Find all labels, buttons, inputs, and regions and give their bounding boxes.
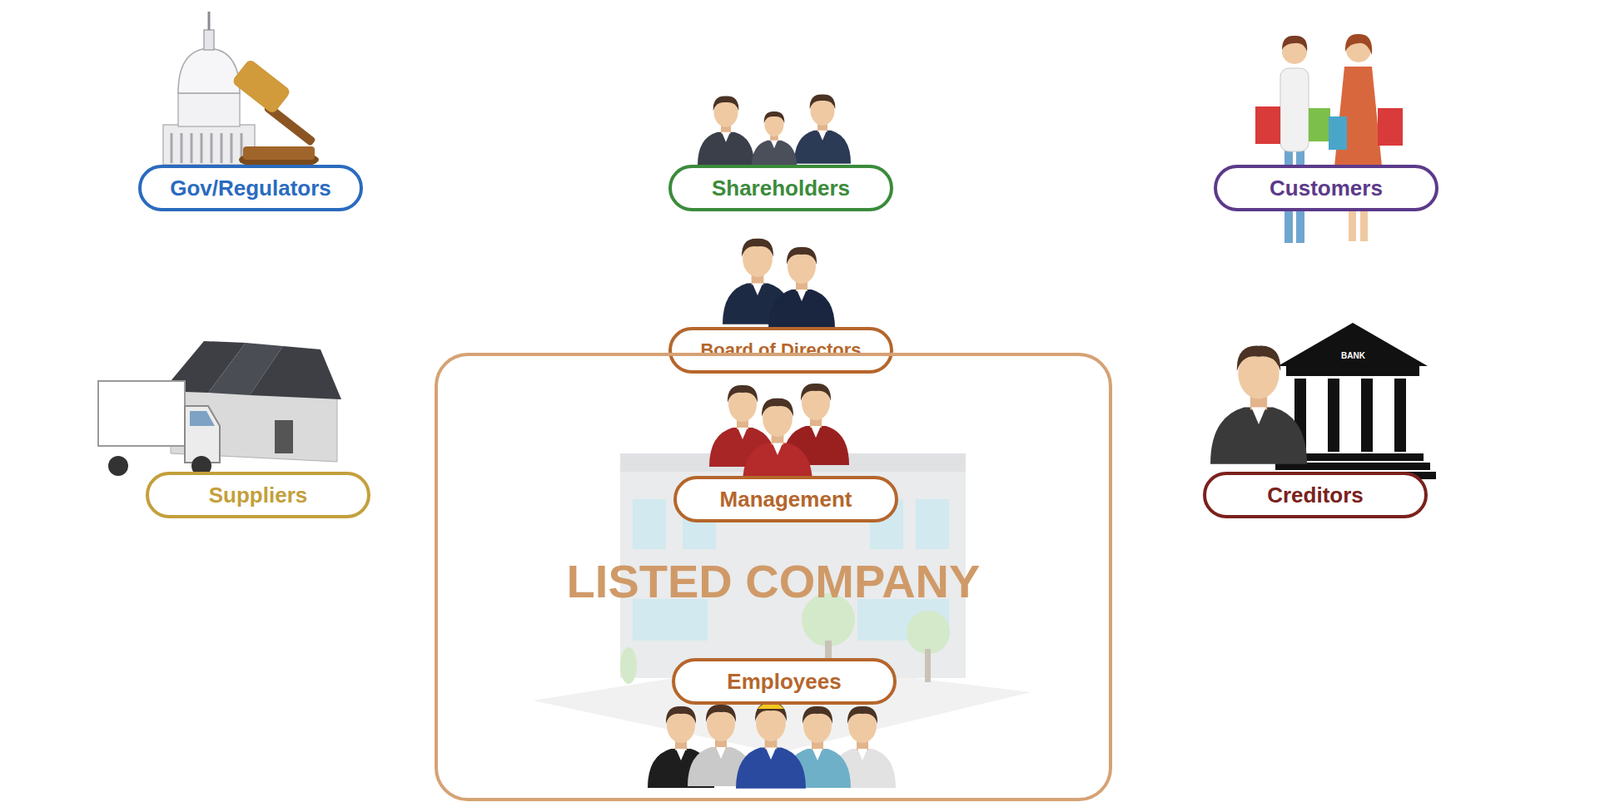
art-shape (200, 133, 204, 164)
art-shape (178, 93, 240, 127)
shareholder-figures (697, 94, 851, 167)
stakeholder-pill: Customers (1213, 164, 1439, 212)
art-shape (178, 48, 240, 94)
art-shape (108, 456, 129, 477)
shopper-figures (1255, 34, 1403, 244)
art-shape (1255, 106, 1281, 145)
pill-label: Gov/Regulators (169, 176, 332, 201)
art-shape (1361, 378, 1373, 453)
art-shape (170, 389, 338, 463)
employee-figures (647, 702, 896, 790)
art-shape (1280, 68, 1309, 152)
company-frame: LISTED COMPANY ManagementEmployees (434, 352, 1113, 802)
art-shape (1377, 108, 1403, 146)
stakeholder-pill: Gov/Regulators (138, 164, 363, 212)
pill-label: Management (720, 487, 853, 512)
art-shape (220, 133, 224, 164)
stakeholder-pill: Employees (671, 658, 897, 706)
art-shape (620, 647, 637, 685)
art-shape (180, 133, 184, 164)
art-shape (98, 381, 185, 447)
art-shape (208, 11, 211, 30)
art-shape (1308, 108, 1331, 142)
art-shape (249, 346, 342, 400)
company-title: LISTED COMPANY (437, 556, 1109, 608)
art-shape (768, 247, 835, 329)
art-shape (189, 411, 215, 427)
art-shape (231, 58, 293, 115)
pill-label: Employees (726, 670, 841, 695)
art-shape (906, 611, 950, 655)
pill-label: Shareholders (711, 176, 850, 201)
pill-label: Board of Directors (700, 340, 861, 361)
art-shape (794, 94, 851, 164)
gavel-icon (231, 58, 319, 169)
stakeholder-pill: Shareholders (668, 164, 894, 212)
art-shape (170, 133, 174, 164)
art-shape (697, 95, 755, 165)
pill-label: Creditors (1267, 483, 1364, 508)
art-shape (184, 406, 220, 463)
bank-icon (1210, 322, 1437, 480)
bank-sign: BANK (1341, 352, 1366, 361)
art-shape (1345, 34, 1372, 55)
board-figures (722, 238, 835, 329)
stakeholder-pill: Board of Directors (668, 327, 894, 374)
management-figures (709, 383, 850, 485)
art-shape (632, 499, 666, 550)
art-shape (1281, 35, 1307, 52)
art-shape (1210, 346, 1307, 465)
art-shape (1328, 116, 1347, 150)
art-shape (210, 133, 214, 164)
art-shape (274, 420, 294, 454)
pill-label: Customers (1269, 176, 1383, 201)
art-shape (171, 133, 242, 164)
art-shape (203, 29, 214, 50)
art-shape (742, 398, 813, 485)
stakeholder-pill: Management (673, 476, 899, 523)
art-shape (1286, 366, 1420, 377)
art-shape (1277, 322, 1428, 367)
art-shape (751, 111, 797, 168)
art-shape (230, 133, 234, 164)
art-shape (924, 649, 931, 683)
art-shape (1327, 378, 1340, 453)
art-shape (243, 146, 315, 160)
stakeholder-pill: Suppliers (145, 472, 371, 519)
pill-label: Suppliers (208, 483, 308, 508)
art-shape (735, 703, 806, 790)
warehouse-truck-icon (98, 341, 342, 477)
art-shape (190, 133, 194, 164)
stakeholder-pill: Creditors (1202, 472, 1428, 519)
art-shape (915, 499, 950, 550)
art-shape (1394, 378, 1407, 453)
